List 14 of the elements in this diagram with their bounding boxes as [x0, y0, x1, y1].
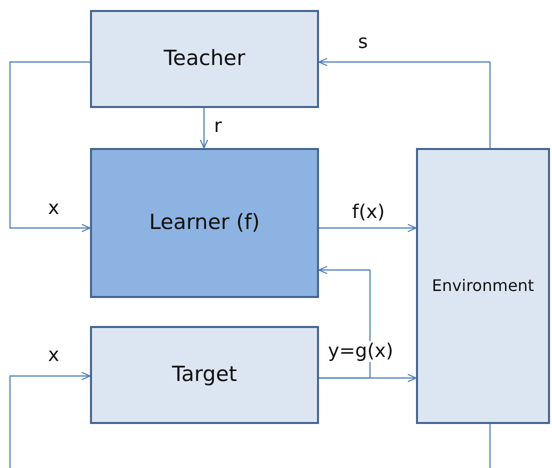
- process-box: [90, 326, 319, 424]
- arrow: [9, 61, 91, 232]
- arrow: [318, 266, 371, 379]
- arrow: [319, 224, 417, 232]
- box-label: Teacher: [164, 46, 246, 72]
- box-label: Environment: [432, 276, 534, 296]
- process-box: [90, 148, 319, 298]
- arrow: [318, 58, 491, 148]
- box-label: Target: [172, 362, 237, 388]
- process-box: [416, 148, 550, 424]
- box-label: Learner (f): [149, 210, 260, 236]
- arrow: [9, 372, 91, 468]
- process-box: [90, 10, 319, 108]
- arrow: [200, 108, 208, 149]
